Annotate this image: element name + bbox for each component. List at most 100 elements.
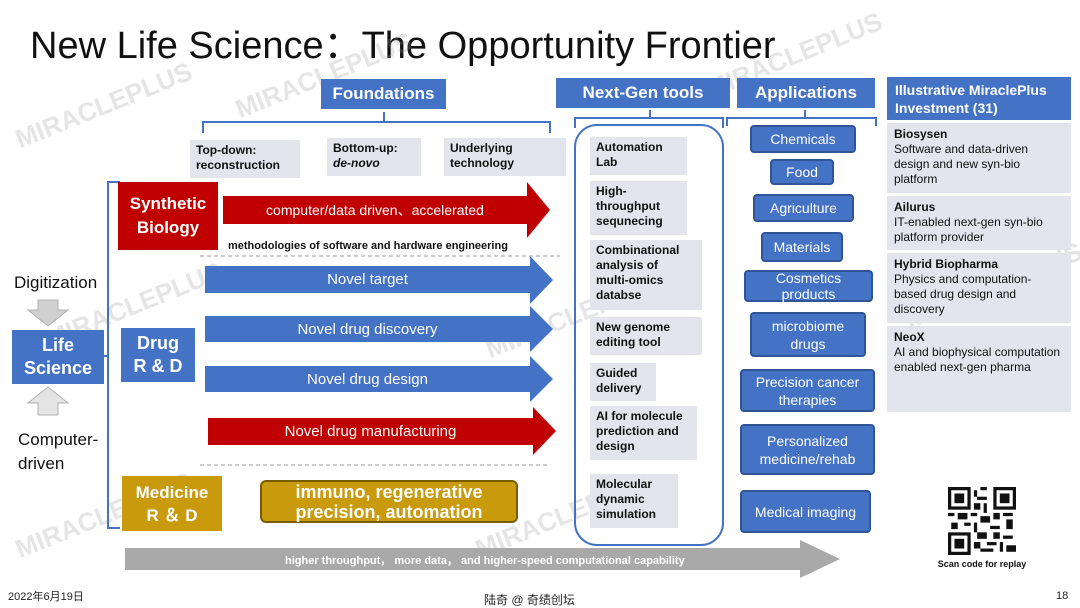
bottom-arrow [125, 540, 840, 578]
novel-design-arrow [205, 356, 553, 402]
investment-desc: IT-enabled next-gen syn-bio platform pro… [894, 215, 1043, 244]
life-science-box: Life Science [12, 330, 104, 384]
underlying-box: Underlying technology [444, 138, 566, 176]
medicine-rd-box: Medicine R ＆ D [122, 476, 222, 531]
medicine-line2: R ＆ D [146, 505, 198, 525]
investment-desc: AI and biophysical computation enabled n… [894, 345, 1061, 374]
tool-genome-editing: New genome editing tool [590, 317, 702, 355]
tool-line: Combinational [596, 243, 680, 257]
app-agriculture: Agriculture [753, 194, 854, 222]
investment-name: Biosysen [894, 127, 948, 141]
tool-ai-molecule: AI for molecule prediction and design [590, 406, 697, 460]
novel-discovery-label: Novel drug discovery [297, 320, 438, 338]
applications-brace [726, 110, 877, 126]
bottomup-box: Bottom-up: de-novo [327, 138, 421, 176]
app-cosmetics-line2: products [781, 286, 836, 302]
app-food: Food [770, 159, 834, 185]
app-personalized-line1: Personalized [767, 432, 848, 449]
investment-hybrid: Hybrid Biopharma Physics and computation… [887, 253, 1071, 323]
page-title: New Life Science：The Opportunity Frontie… [30, 25, 776, 67]
tool-line: AI for molecule [596, 409, 683, 423]
up-arrow-icon [26, 386, 70, 416]
investment-desc: Software and data-driven design and new … [894, 142, 1029, 186]
tool-line: multi-omics [596, 273, 664, 287]
investment-biosysen: Biosysen Software and data-driven design… [887, 123, 1071, 193]
tool-line: Guided [596, 366, 638, 380]
app-personalized-line2: medicine/rehab [759, 450, 856, 467]
tool-molecular-dynamic: Molecular dynamic simulation [590, 474, 678, 528]
tool-high-throughput: High- throughput sequnecing [590, 181, 687, 235]
immuno-line1: immuno, regenerative [295, 481, 483, 502]
tool-guided-delivery: Guided delivery [590, 363, 656, 401]
medicine-arrow-box: immuno, regenerative precision, automati… [260, 480, 518, 523]
tool-automation-lab: Automation Lab [590, 137, 687, 175]
qr-code-icon[interactable] [948, 487, 1016, 555]
tool-line: Molecular [596, 477, 653, 491]
investment-name: Ailurus [894, 200, 936, 214]
synthetic-biology-box: Synthetic Biology [118, 182, 218, 250]
tool-line: sequnecing [596, 214, 663, 228]
investment-name: Hybrid Biopharma [894, 257, 999, 271]
computer-driven-label: Computer- driven [18, 428, 98, 476]
bottom-arrow-label: higher throughput， more data， and higher… [285, 555, 685, 567]
tool-line: delivery [596, 381, 642, 395]
computer-data-label: computer/data driven、accelerated [266, 202, 484, 218]
computer-driven-line2: driven [18, 454, 65, 473]
novel-target-arrow [205, 256, 553, 304]
bottomup-label: Bottom-up: [333, 141, 398, 155]
app-chemicals: Chemicals [750, 125, 856, 153]
digitization-label: Digitization [14, 273, 98, 292]
drug-line1: Drug [137, 333, 179, 353]
nextgen-header: Next-Gen tools [556, 78, 730, 108]
synbio-line1: Synthetic [129, 194, 207, 213]
footer-date: 2022年6月19日 [8, 591, 84, 603]
life-science-line2: Science [23, 358, 93, 378]
page-number: 18 [1056, 590, 1069, 602]
app-precision-line1: Precision cancer [755, 373, 860, 390]
tool-line: design [596, 439, 635, 453]
novel-target-label: Novel target [327, 271, 408, 288]
tool-line: editing tool [596, 335, 661, 349]
app-materials: Materials [761, 232, 843, 262]
investment-header: Illustrative MiraclePlus Investment (31) [887, 77, 1071, 120]
foundations-brace [202, 112, 551, 133]
topdown-box: Top-down: reconstruction [190, 140, 300, 178]
immuno-line2: precision, automation [295, 501, 483, 522]
app-precision-line2: therapies [778, 391, 837, 408]
app-microbiome-line1: microbiome [771, 317, 845, 334]
footer-author: 陆奇 @ 奇绩创坛 [484, 593, 575, 607]
methodologies-label: methodologies of software and hardware e… [228, 240, 508, 252]
bottomup-italic: de-novo [333, 156, 380, 170]
investment-neox: NeoX AI and biophysical computation enab… [887, 326, 1071, 412]
qr-caption: Scan code for replay [937, 559, 1027, 569]
synbio-line2: Biology [136, 218, 200, 237]
app-precision-cancer: Precision cancer therapies [740, 369, 875, 412]
computer-data-arrow [223, 182, 550, 238]
novel-manufacturing-arrow [208, 407, 556, 455]
investment-ailurus: Ailurus IT-enabled next-gen syn-bio plat… [887, 196, 1071, 250]
tool-line: New genome [596, 320, 671, 334]
novel-discovery-arrow [205, 306, 553, 352]
app-microbiome: microbiome drugs [750, 312, 866, 357]
tool-line: databse [596, 288, 642, 302]
tool-line: prediction and [596, 424, 679, 438]
novel-design-label: Novel drug design [307, 370, 428, 388]
applications-header: Applications [737, 78, 875, 108]
novel-manufacturing-label: Novel drug manufacturing [284, 423, 457, 440]
tool-multi-omics: Combinational analysis of multi-omics da… [590, 240, 702, 310]
app-cosmetics: Cosmetics products [744, 270, 873, 302]
down-arrow-icon [26, 299, 70, 327]
app-cosmetics-line1: Cosmetics [775, 270, 842, 286]
tool-line: throughput [596, 199, 660, 213]
investment-name: NeoX [894, 330, 925, 344]
tool-line: dynamic [596, 492, 645, 506]
drug-rd-box: Drug R & D [121, 328, 195, 382]
tool-line: simulation [596, 507, 657, 521]
tool-line: analysis of [596, 258, 659, 272]
app-medical-imaging: Medical imaging [740, 490, 871, 533]
tool-line: High- [596, 184, 627, 198]
tool-line: Automation [596, 140, 663, 154]
tool-line: Lab [596, 155, 618, 169]
foundations-header: Foundations [321, 79, 446, 109]
tools-container [574, 124, 724, 546]
